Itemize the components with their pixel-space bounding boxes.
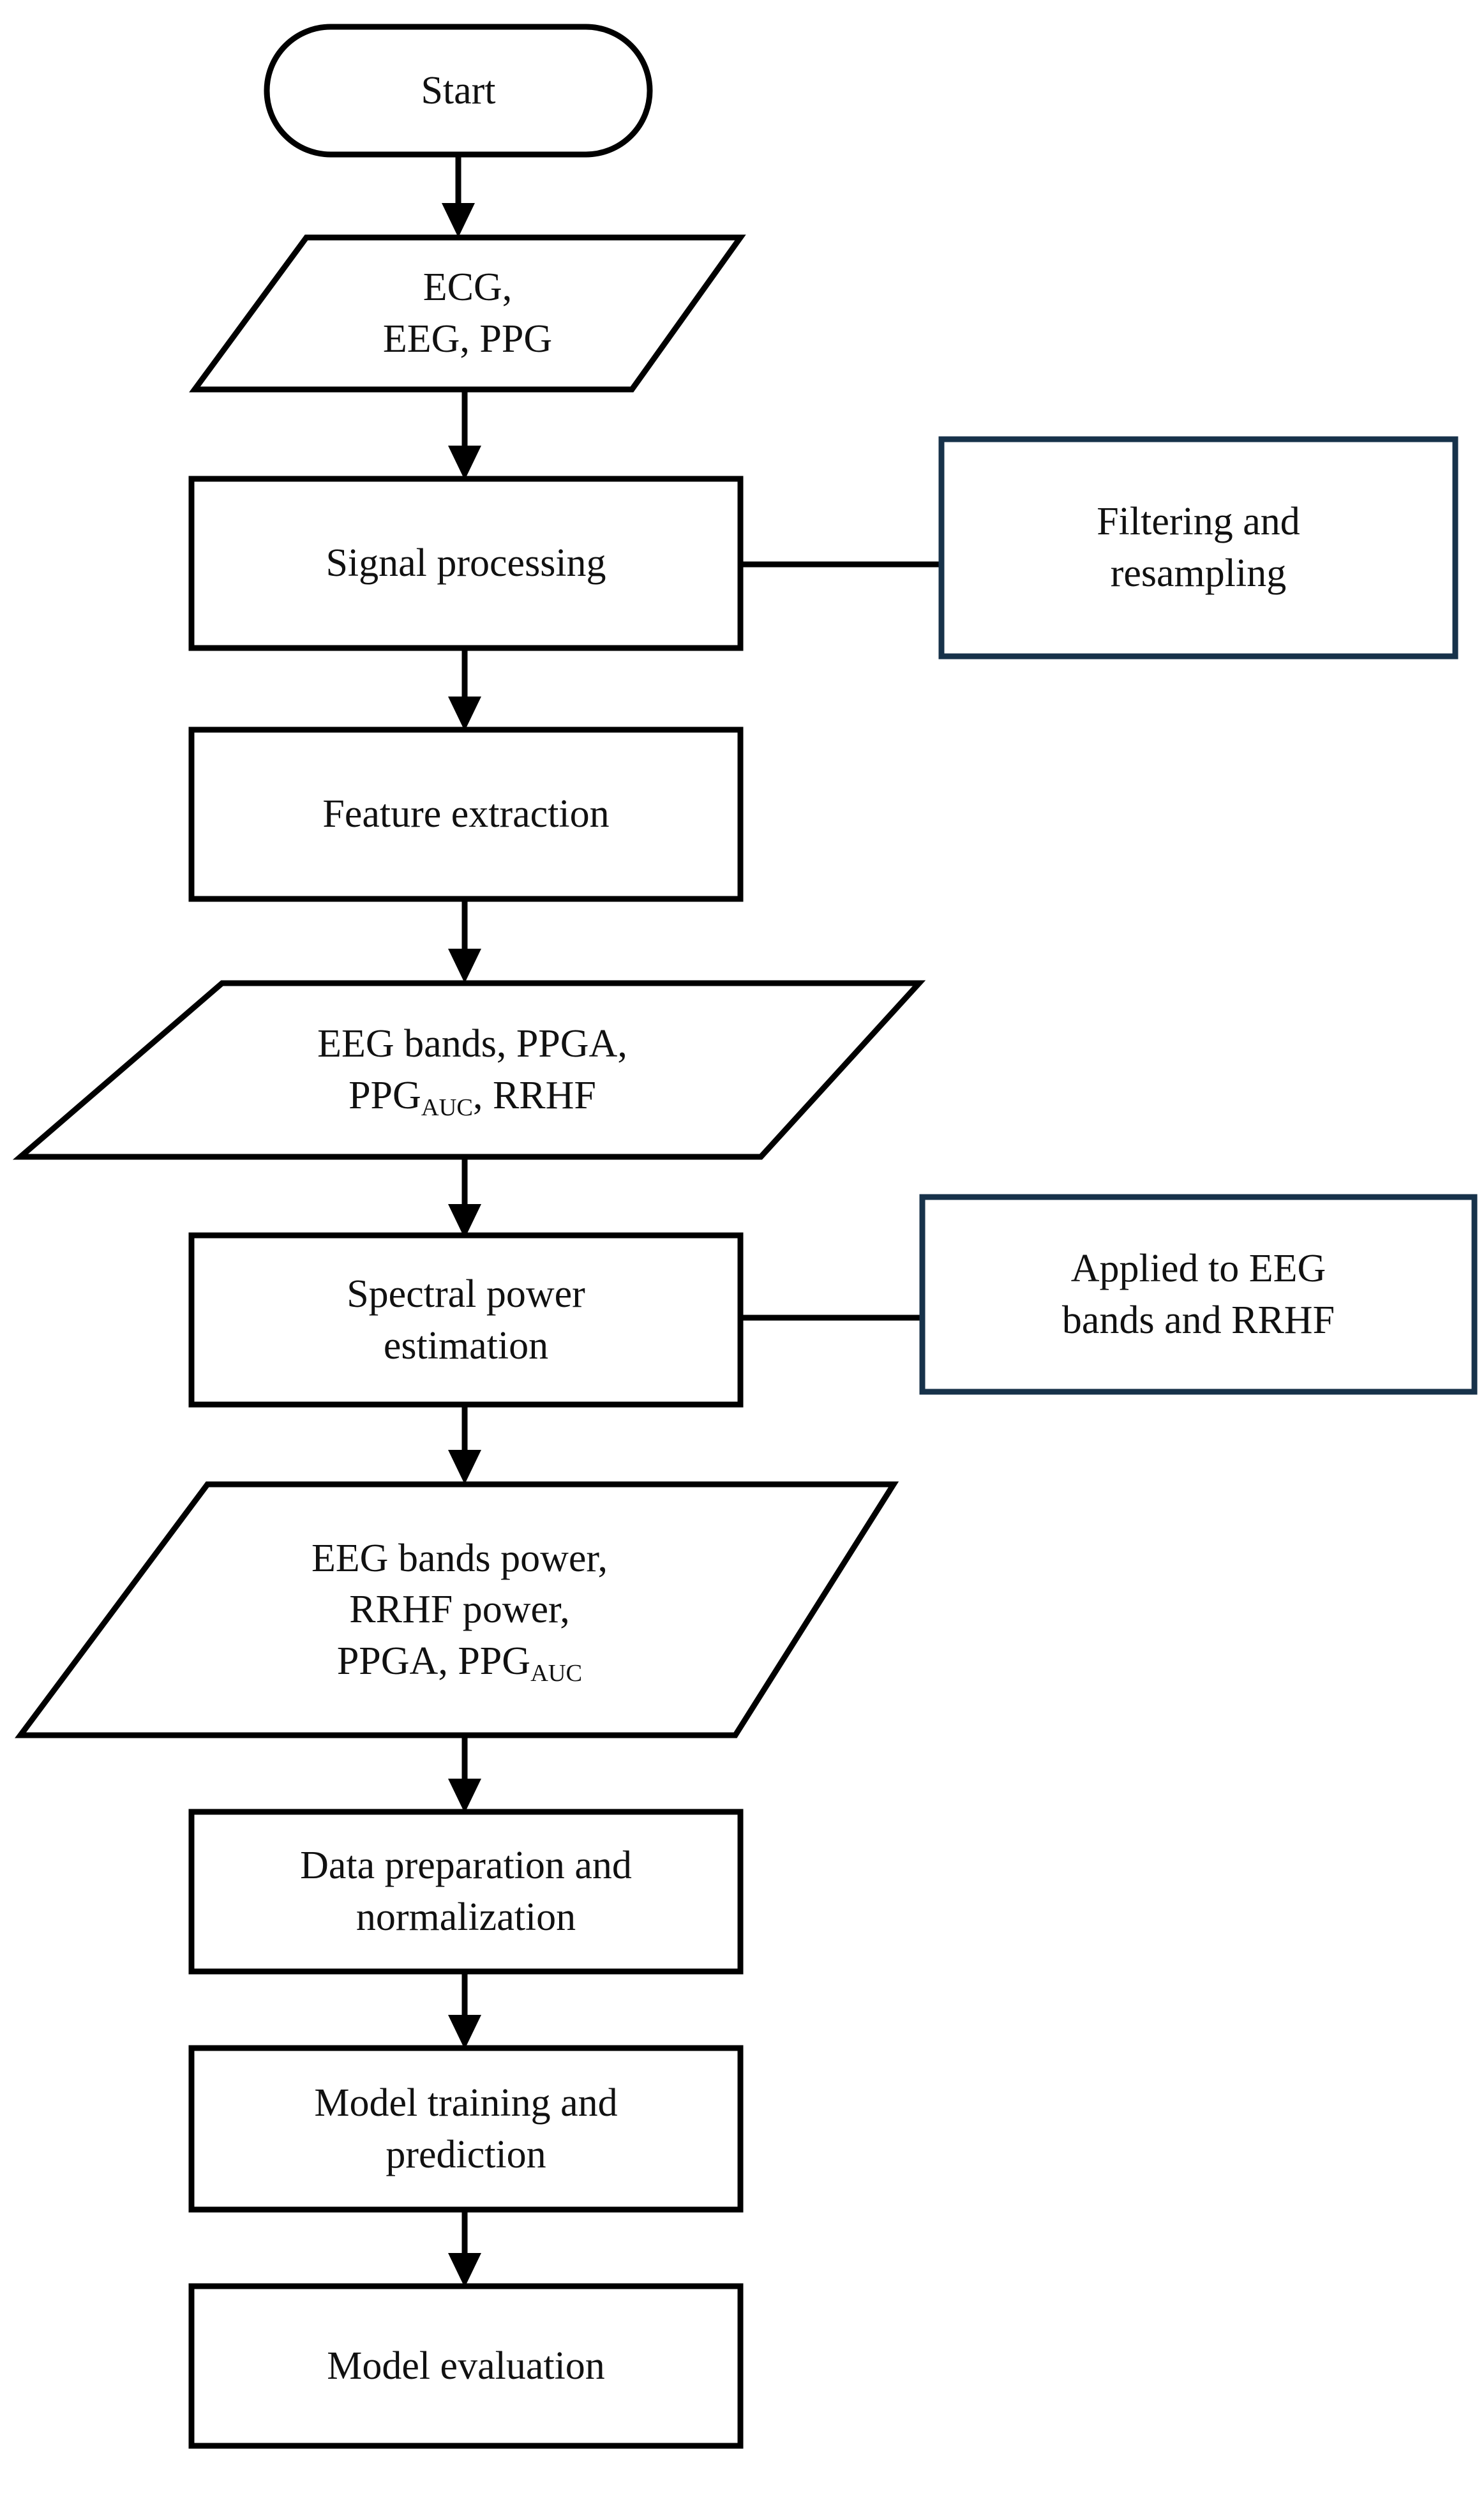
shape-data-preparation-box[interactable]: [188, 1809, 744, 1975]
shape-applied-annotation-box[interactable]: [919, 1194, 1478, 1395]
shape-power-features-parallelogram[interactable]: [15, 1481, 899, 1738]
shape-model-evaluation-box[interactable]: [188, 2283, 744, 2449]
arrowhead-signal-processing-to-feature-extraction: [448, 697, 481, 731]
arrowhead-model-training-to-model-evaluation: [448, 2253, 481, 2287]
arrowhead-data-preparation-to-model-training: [448, 2015, 481, 2049]
arrowhead-power-features-to-data-preparation: [448, 1779, 481, 1813]
shape-feature-extraction-box[interactable]: [188, 727, 744, 902]
arrowhead-feature-extraction-to-features: [448, 949, 481, 983]
shape-inputs-parallelogram[interactable]: [189, 234, 746, 393]
shape-start-terminator[interactable]: [264, 24, 653, 158]
shape-features-parallelogram[interactable]: [12, 980, 926, 1160]
shape-signal-processing-box[interactable]: [188, 476, 744, 651]
shape-filtering-annotation-box[interactable]: [938, 436, 1458, 659]
shape-model-training-box[interactable]: [188, 2045, 744, 2213]
arrowhead-inputs-to-signal-processing: [448, 446, 481, 480]
arrowhead-features-to-spectral-power: [448, 1204, 481, 1239]
arrowhead-start-to-inputs: [442, 203, 475, 237]
arrowhead-spectral-power-to-power-features: [448, 1450, 481, 1484]
shape-spectral-power-box[interactable]: [188, 1232, 744, 1408]
